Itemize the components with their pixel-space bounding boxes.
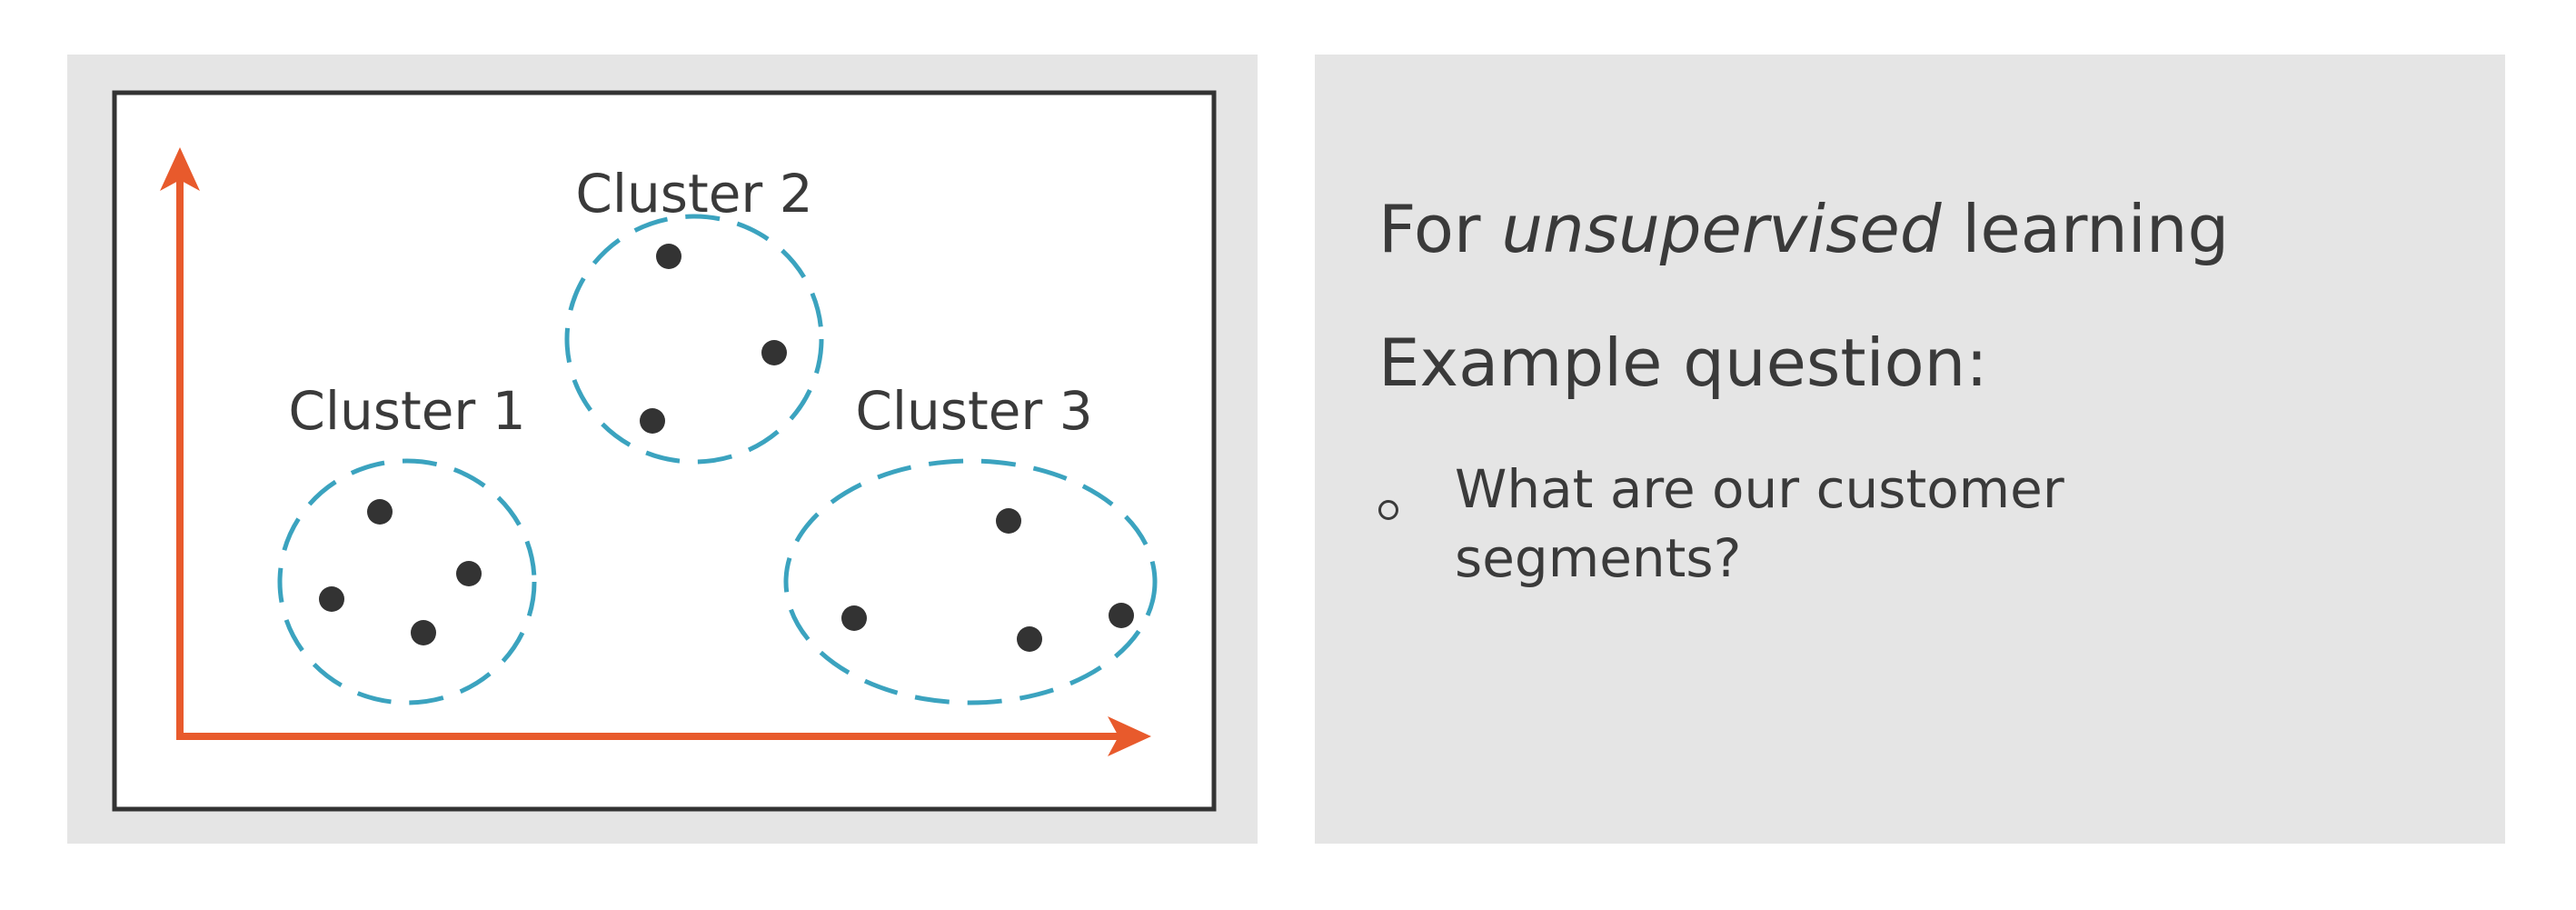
- heading-prefix: For: [1378, 191, 1502, 267]
- data-point: [761, 340, 787, 365]
- data-point: [640, 408, 665, 434]
- data-point: [996, 508, 1021, 534]
- cluster-3-outline: [783, 458, 1158, 705]
- cluster-1-label: Cluster 1: [288, 380, 525, 442]
- data-point: [319, 586, 344, 612]
- diagram-frame: [112, 90, 1217, 812]
- cluster-2-label: Cluster 2: [575, 163, 812, 225]
- heading-suffix: learning: [1941, 191, 2230, 267]
- cluster-3-label: Cluster 3: [855, 380, 1092, 442]
- heading-emphasis: unsupervised: [1501, 191, 1942, 267]
- cluster-3: Cluster 3: [783, 380, 1158, 705]
- data-point: [367, 499, 393, 525]
- diagram-panel: Cluster 1 Cluster 2 Cluster 3: [67, 55, 1258, 844]
- cluster-1-outline: [277, 458, 537, 705]
- data-point: [1109, 603, 1134, 628]
- data-point: [656, 244, 681, 269]
- arrow-up-icon: [160, 147, 200, 191]
- bullet-text: What are our customer segments?: [1455, 458, 2064, 589]
- bullet-item: What are our customer segments?: [1378, 455, 2423, 593]
- data-point: [456, 561, 482, 586]
- cluster-2: Cluster 2: [564, 163, 824, 465]
- data-point: [411, 620, 436, 645]
- bullet-circle-icon: [1378, 500, 1398, 520]
- cluster-1: Cluster 1: [277, 380, 537, 705]
- example-label: Example question:: [1378, 325, 1988, 401]
- data-point: [1017, 626, 1042, 652]
- cluster-2-outline: [564, 214, 824, 465]
- heading: For unsupervised learning: [1378, 191, 2229, 267]
- content-panel: For unsupervised learning Example questi…: [1315, 55, 2505, 844]
- cluster-diagram: Cluster 1 Cluster 2 Cluster 3: [112, 90, 1217, 812]
- arrow-right-icon: [1108, 716, 1151, 756]
- data-point: [841, 605, 867, 631]
